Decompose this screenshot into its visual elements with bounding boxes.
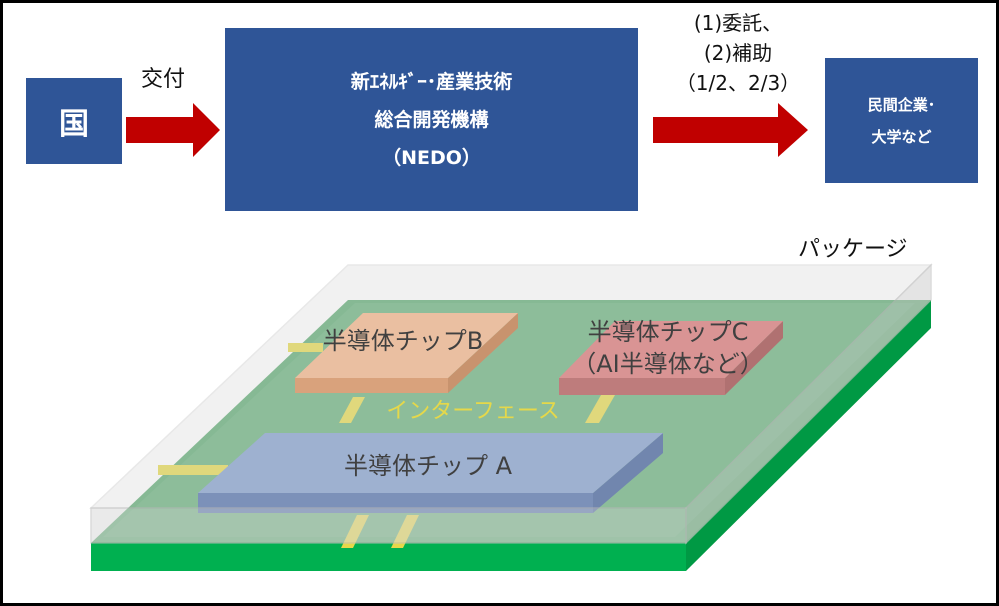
chip-b-label: 半導体チップB	[323, 327, 483, 355]
funding-line-2: (2)補助	[703, 41, 773, 65]
interface-wire	[585, 395, 615, 423]
interface-label: インターフェース	[386, 399, 560, 424]
recipient-line-2: 大学など	[871, 127, 932, 146]
package-shell	[89, 263, 933, 545]
government-label: 国	[59, 107, 89, 142]
recipient-box: 民間企業･ 大学など	[825, 58, 978, 183]
chip-a-label: 半導体チップ A	[344, 452, 513, 480]
grant-label: 交付	[141, 67, 186, 92]
interface-wire	[158, 465, 228, 475]
nedo-line-2: 総合開発機構	[374, 108, 489, 131]
recipient-line-1: 民間企業･	[867, 95, 936, 114]
nedo-line-1: 新ｴﾈﾙｷﾞｰ･産業技術	[350, 70, 513, 93]
funding-arrow	[653, 103, 808, 157]
chip-c	[559, 321, 783, 395]
board-front	[91, 543, 686, 571]
chip-c-line-1: 半導体チップC	[588, 318, 749, 346]
chip-c-line-2: （AI半導体など）	[572, 350, 764, 378]
interface-wire	[339, 397, 365, 423]
package-illustration: 半導体チップB 半導体チップC （AI半導体など） インターフェース 半導体チッ…	[89, 103, 933, 571]
nedo-line-3: （NEDO）	[382, 146, 481, 169]
nedo-box: 新ｴﾈﾙｷﾞｰ･産業技術 総合開発機構 （NEDO）	[225, 28, 638, 211]
government-box: 国	[26, 78, 122, 164]
funding-line-1: (1)委託、	[693, 11, 783, 35]
chip-b	[295, 313, 518, 393]
package-label: パッケージ	[798, 237, 908, 262]
interface-wire	[288, 343, 323, 352]
grant-arrow	[126, 103, 220, 157]
board-right	[686, 300, 931, 571]
funding-line-3: （1/2、2/3）	[675, 71, 801, 95]
funding-label: (1)委託、 (2)補助 （1/2、2/3）	[653, 8, 823, 98]
